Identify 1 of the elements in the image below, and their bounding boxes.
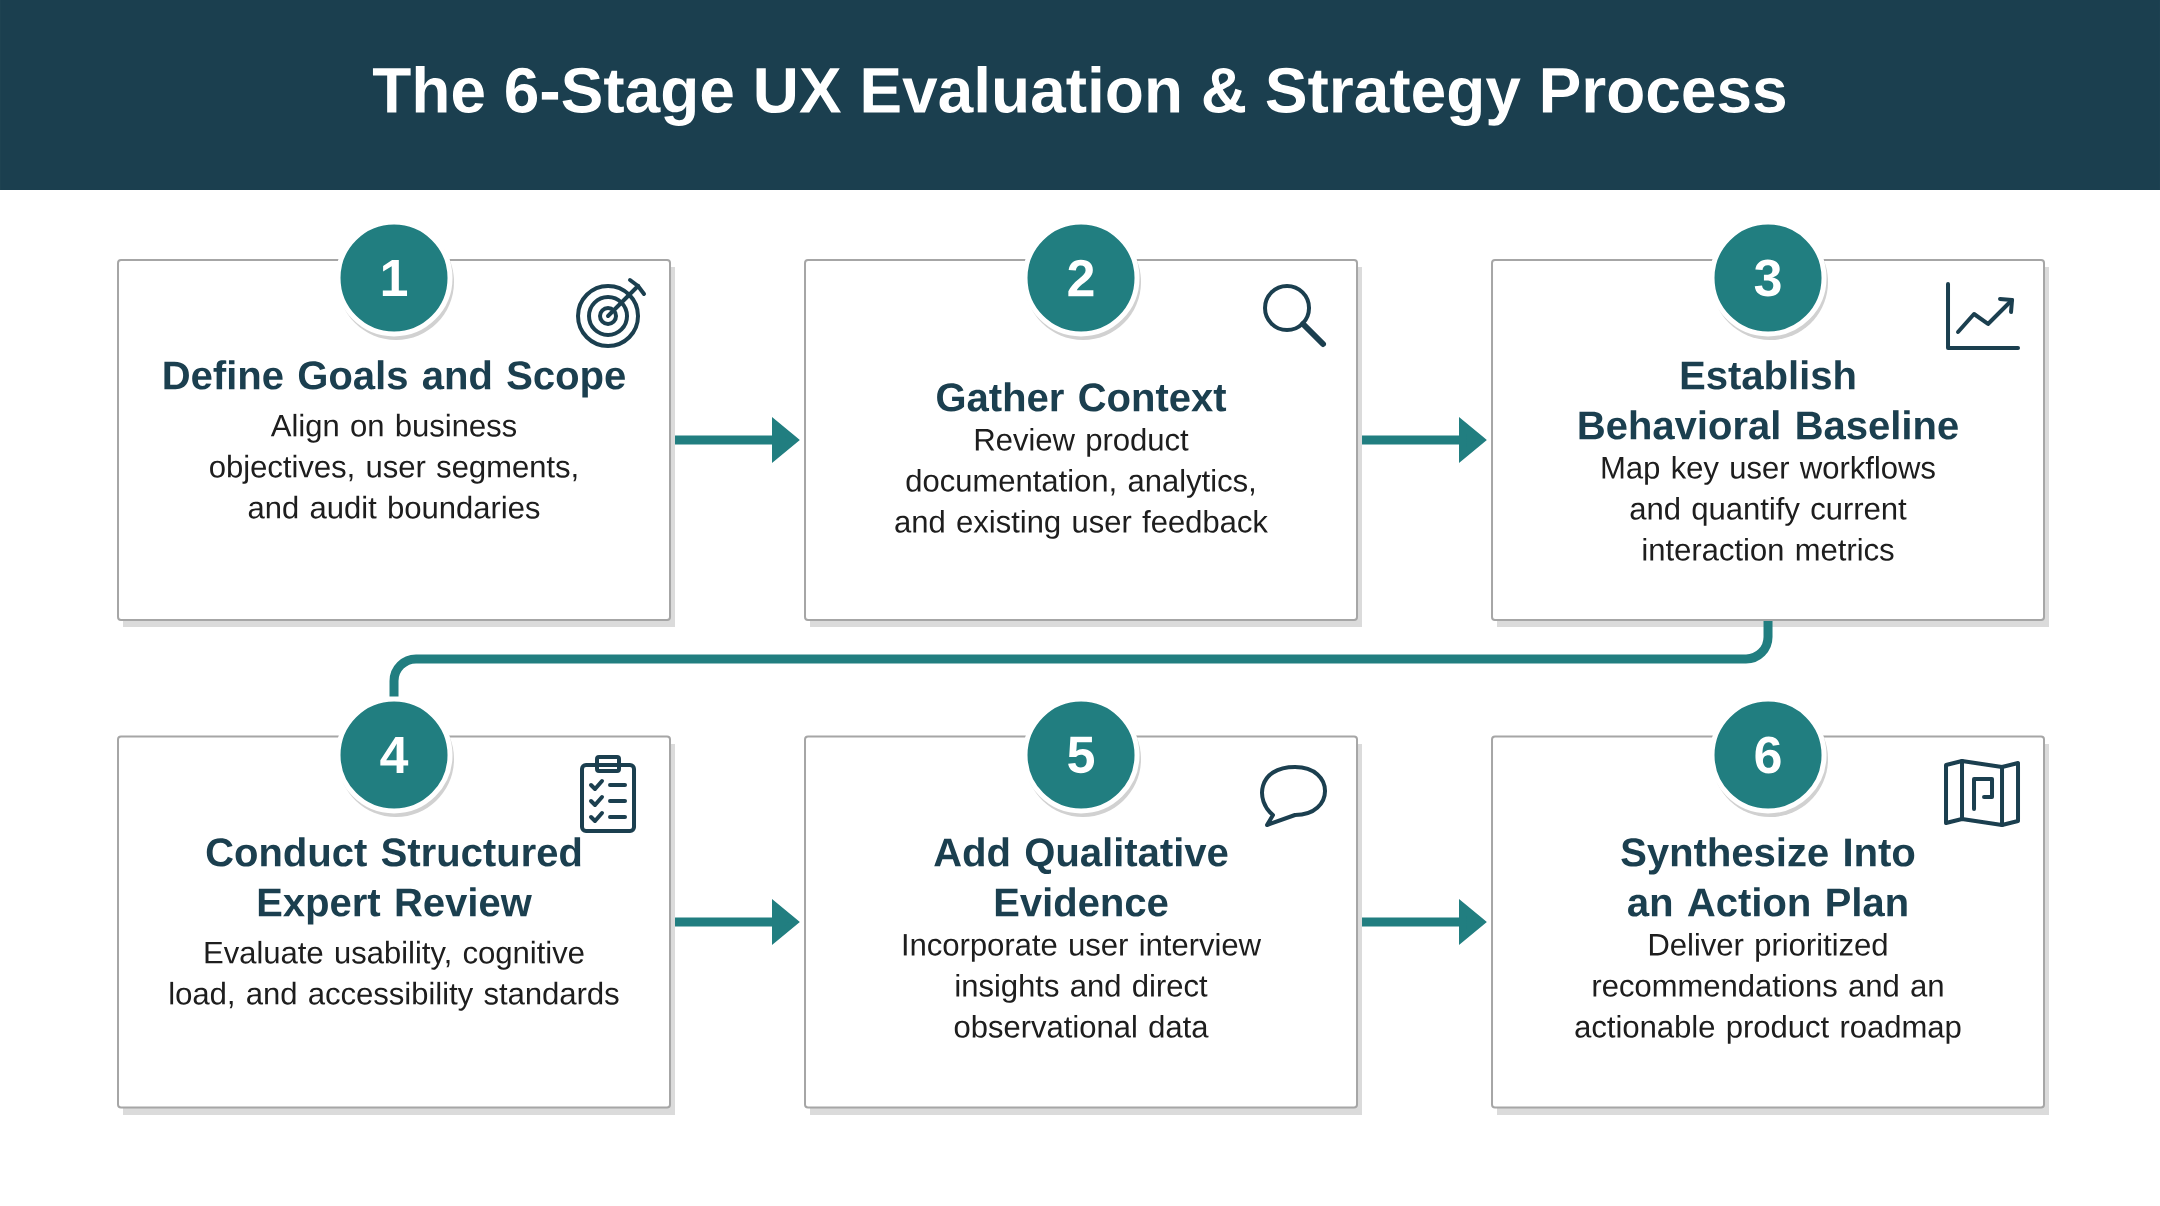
title-banner: The 6-Stage UX Evaluation & Strategy Process xyxy=(0,0,2160,190)
